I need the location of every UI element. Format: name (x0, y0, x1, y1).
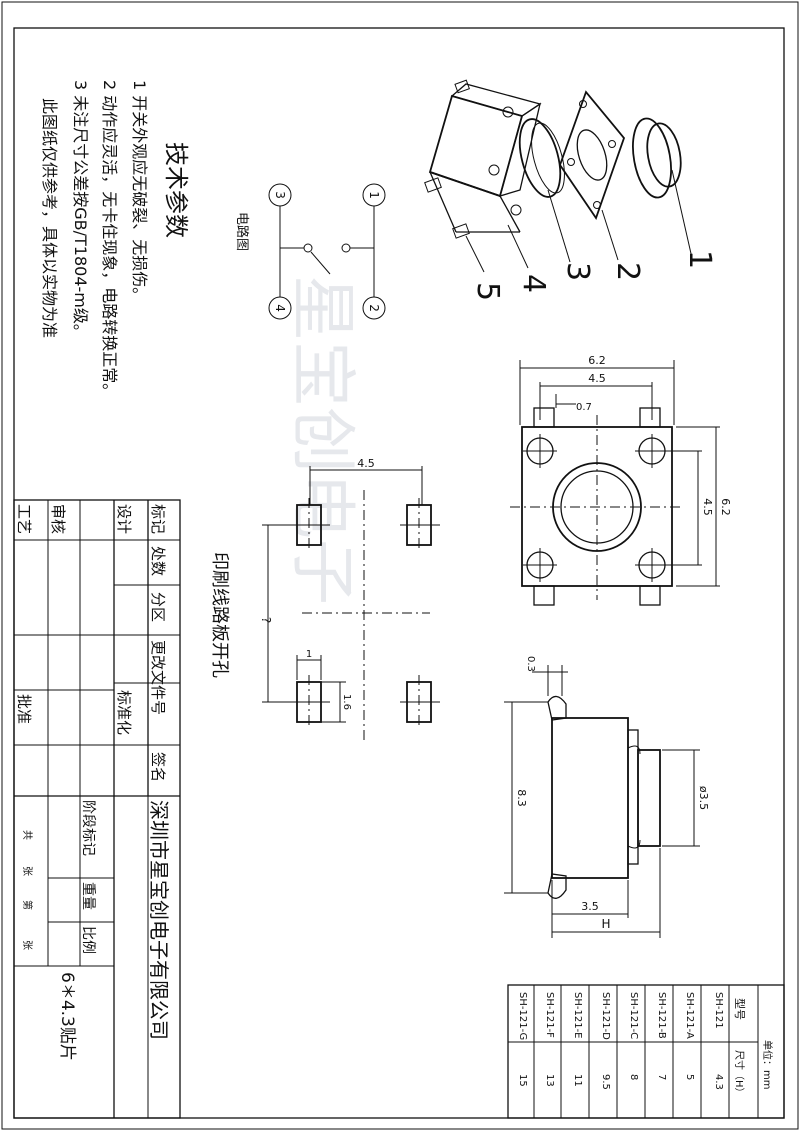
watermark: 星宝创电子 (284, 275, 361, 605)
top-view-pin: 0.7 (576, 402, 592, 413)
tb-cell-zone: 分区 (149, 592, 167, 622)
pin-3-label: 3 (273, 191, 287, 199)
exploded-view: 1 2 3 4 5 (424, 79, 717, 301)
part-3-label: 3 (560, 262, 595, 281)
company-name: 深圳市星宝创电子有限公司 (147, 800, 171, 1040)
spec-row-size: 4.3 (713, 1074, 724, 1090)
tb-cell-approve: 批准 (15, 694, 33, 724)
spec-row-model: SH-121-D (600, 992, 611, 1040)
side-view-button-dia: ø3.5 (697, 786, 710, 810)
spec-row-model: SH-121-G (517, 992, 528, 1040)
pin-1-label: 1 (367, 191, 381, 199)
spec-row-size: 8 (628, 1074, 639, 1080)
tb-cell-review: 审核 (49, 504, 67, 534)
side-view-h: H (601, 917, 610, 931)
part-2-label: 2 (610, 262, 645, 281)
tb-cell-process: 工艺 (15, 504, 33, 534)
spec-row-model: SH-121 (713, 992, 724, 1029)
spec-table: 单位：mm 型号 尺寸（H） (507, 984, 785, 1119)
product-name: 6＊4.3贴片 (57, 972, 77, 1061)
spec-row-size: 5 (684, 1074, 695, 1080)
pin-2-label: 2 (367, 304, 381, 312)
pcb-title: 印刷线路板开孔 (209, 552, 230, 678)
top-view: 6.2 4.5 0.7 6.2 4.5 (510, 354, 732, 606)
spec-row-model: SH-121-A (684, 992, 695, 1039)
sheet-total-unit: 张 (21, 866, 33, 876)
tb-cell-change-doc: 更改文件号 (149, 640, 167, 715)
sheet-no-unit: 张 (21, 940, 33, 950)
tb-cell-sign: 签名 (149, 752, 167, 782)
tech-item-1: 1 开关外观应无破裂、无损伤。 (130, 80, 149, 303)
sheet-no-label: 第 (21, 900, 34, 910)
tech-heading: 技术参数 (162, 142, 190, 238)
tech-item-2: 2 动作应灵活，无卡住现象，电路转换正常。 (100, 80, 119, 399)
spec-header-size: 尺寸（H） (733, 1050, 746, 1098)
pcb-pad-width: 1 (306, 649, 312, 660)
side-view-top: 0.3 (525, 656, 536, 672)
spec-row-size: 13 (544, 1074, 555, 1087)
sheet-total-label: 共 (21, 830, 33, 840)
top-view-pitch-x: 4.5 (588, 372, 606, 385)
tb-cell-mark: 标记 (149, 504, 167, 534)
spec-table-rows: SH-121 4.3 SH-121-A 5 SH-121-B 7 SH-121-C 8 SH-1… (517, 992, 724, 1090)
top-view-pitch-y: 4.5 (701, 498, 714, 516)
spec-row-size: 15 (517, 1074, 528, 1087)
spec-header-model: 型号 (733, 998, 747, 1020)
spec-unit: 单位：mm (761, 1040, 774, 1089)
scale-label: 比例 (80, 926, 96, 954)
tb-cell-count: 处数 (149, 546, 167, 576)
circuit-diagram: 电路图 1 2 3 4 (234, 183, 386, 320)
stage-mark: 阶段标记 (80, 800, 96, 856)
spec-row-model: SH-121-F (544, 992, 555, 1038)
circuit-title: 电路图 (234, 212, 250, 251)
spec-row-size: 11 (572, 1074, 583, 1087)
technical-notes: 技术参数 1 开关外观应无破裂、无损伤。 2 动作应灵活，无卡住现象，电路转换正… (40, 80, 190, 399)
spec-row-model: SH-121-E (572, 992, 583, 1039)
weight-label: 重量 (80, 882, 96, 910)
pcb-pitch-x: 4.5 (357, 457, 375, 470)
title-block: 标记 处数 分区 更改文件号 签名 设计 标准化 审核 工艺 批准 深圳市星宝创… (13, 499, 181, 1119)
side-view-base: 3.5 (581, 900, 599, 913)
spec-row-size: 9.5 (600, 1074, 611, 1090)
pcb-layout: 4.5 ? 1 1.6 印刷线路板开孔 (209, 457, 440, 740)
tb-cell-standard: 标准化 (115, 690, 133, 735)
side-view: 0.3 8.3 ø3.5 3.5 H (504, 656, 710, 938)
pcb-pad-height: 1.6 (341, 694, 352, 710)
part-5-label: 5 (470, 282, 505, 301)
part-4-label: 4 (516, 274, 551, 293)
spec-row-model: SH-121-B (656, 992, 667, 1039)
part-1-label: 1 (682, 250, 717, 269)
tb-cell-design: 设计 (115, 504, 133, 534)
tech-item-3: 3 未注尺寸公差按GB/T1804-m级。 (71, 80, 90, 340)
pcb-pitch-y: ? (259, 617, 273, 623)
tech-note: 此图纸仅供参考，具体以实物为准 (40, 98, 59, 338)
top-view-width: 6.2 (588, 354, 606, 367)
spec-row-size: 7 (656, 1074, 667, 1080)
pin-4-label: 4 (273, 304, 287, 312)
spec-row-model: SH-121-C (628, 992, 639, 1039)
side-view-length: 8.3 (515, 789, 528, 807)
top-view-height: 6.2 (719, 498, 732, 516)
inner-border (13, 27, 785, 1119)
